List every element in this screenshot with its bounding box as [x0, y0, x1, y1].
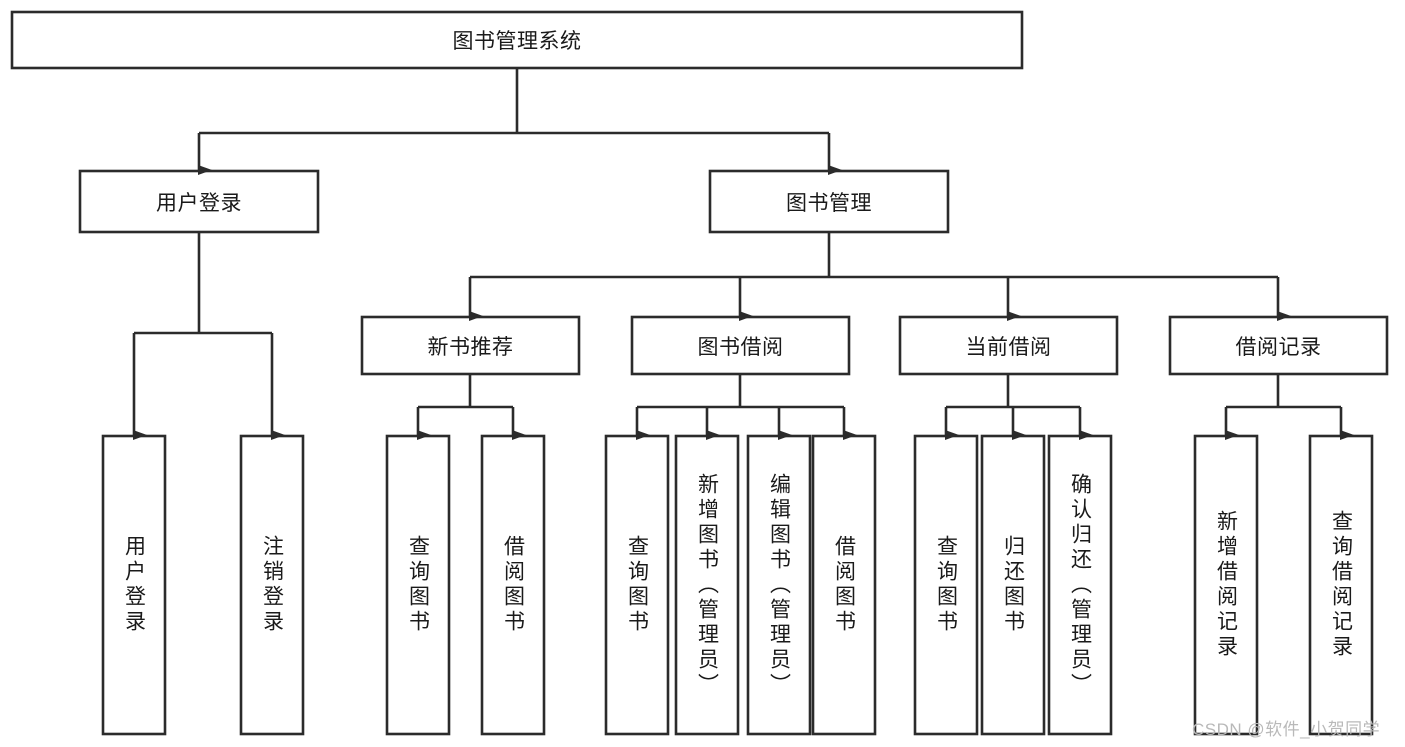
node-box-book-borrow[interactable]: [630, 315, 851, 376]
leaf-box-query-borrow-record[interactable]: [1308, 434, 1374, 736]
node-box-root[interactable]: [10, 10, 1024, 70]
leaf-box-return-book[interactable]: [980, 434, 1046, 736]
leaf-box-query-book-current[interactable]: [913, 434, 979, 736]
node-box-borrow-record[interactable]: [1168, 315, 1389, 376]
leaf-box-logout-login[interactable]: [239, 434, 305, 736]
node-box-book-management[interactable]: [708, 169, 950, 234]
leaf-box-confirm-return-admin[interactable]: [1047, 434, 1113, 736]
leaf-box-query-book-borrow[interactable]: [604, 434, 670, 736]
leaf-box-add-borrow-record[interactable]: [1193, 434, 1259, 736]
leaf-box-edit-book-admin[interactable]: [746, 434, 812, 736]
node-box-user-login[interactable]: [78, 169, 320, 234]
node-box-new-book-recommend[interactable]: [360, 315, 581, 376]
leaf-box-user-login[interactable]: [101, 434, 167, 736]
watermark-text: CSDN @软件_小贺同学: [1192, 720, 1381, 739]
leaf-box-borrow-book[interactable]: [811, 434, 877, 736]
leaf-box-add-book-admin[interactable]: [674, 434, 740, 736]
leaf-box-borrow-book-recommend[interactable]: [480, 434, 546, 736]
leaf-box-query-book-recommend[interactable]: [385, 434, 451, 736]
node-box-current-borrow[interactable]: [898, 315, 1119, 376]
